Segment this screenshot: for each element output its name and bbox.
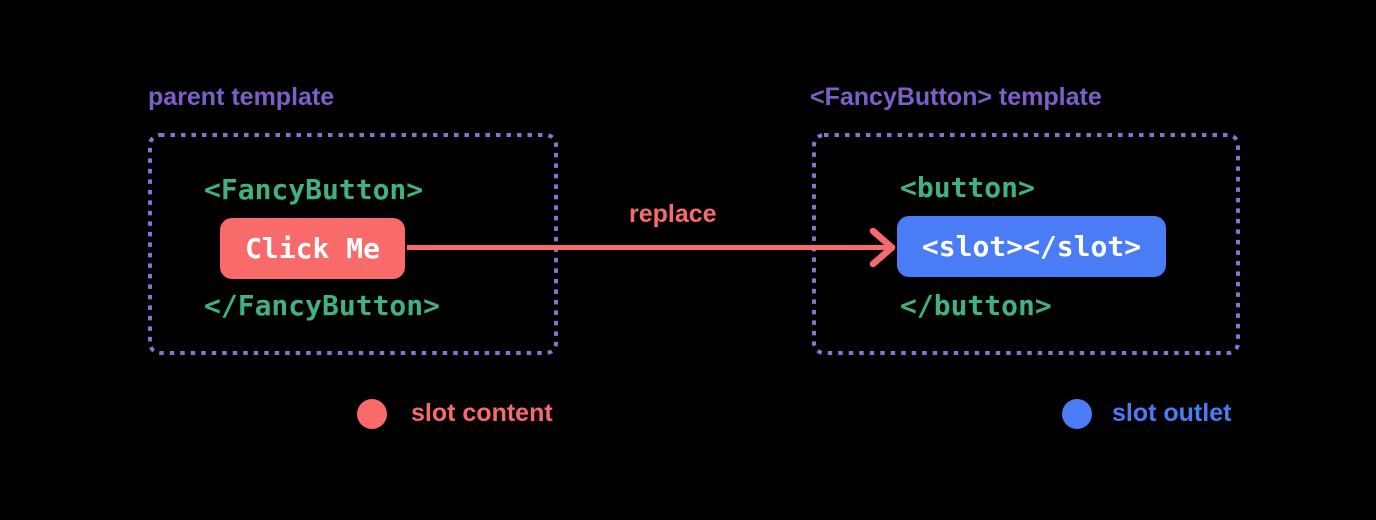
- fancybutton-template-title: <FancyButton> template: [810, 83, 1102, 111]
- slot-outlet-label: slot outlet: [1112, 399, 1232, 427]
- parent-open-tag: <FancyButton>: [204, 173, 424, 206]
- replace-label: replace: [629, 200, 717, 228]
- dashed-border: [148, 133, 558, 355]
- slot-outlet-chip: <slot></slot>: [897, 216, 1166, 277]
- parent-close-tag: </FancyButton>: [204, 289, 441, 322]
- dashed-border: [812, 133, 1240, 355]
- fancybutton-template-frame: <button> <slot></slot> </button>: [812, 133, 1240, 355]
- parent-template-title: parent template: [148, 83, 335, 111]
- slot-outlet-dot: [1062, 399, 1092, 429]
- click-me-button: Click Me: [220, 218, 405, 279]
- parent-template-frame: <FancyButton> Click Me </FancyButton>: [148, 133, 558, 355]
- slot-content-label: slot content: [411, 399, 553, 427]
- button-open-tag: <button>: [900, 171, 1035, 204]
- slot-content-dot: [357, 399, 387, 429]
- button-close-tag: </button>: [900, 289, 1052, 322]
